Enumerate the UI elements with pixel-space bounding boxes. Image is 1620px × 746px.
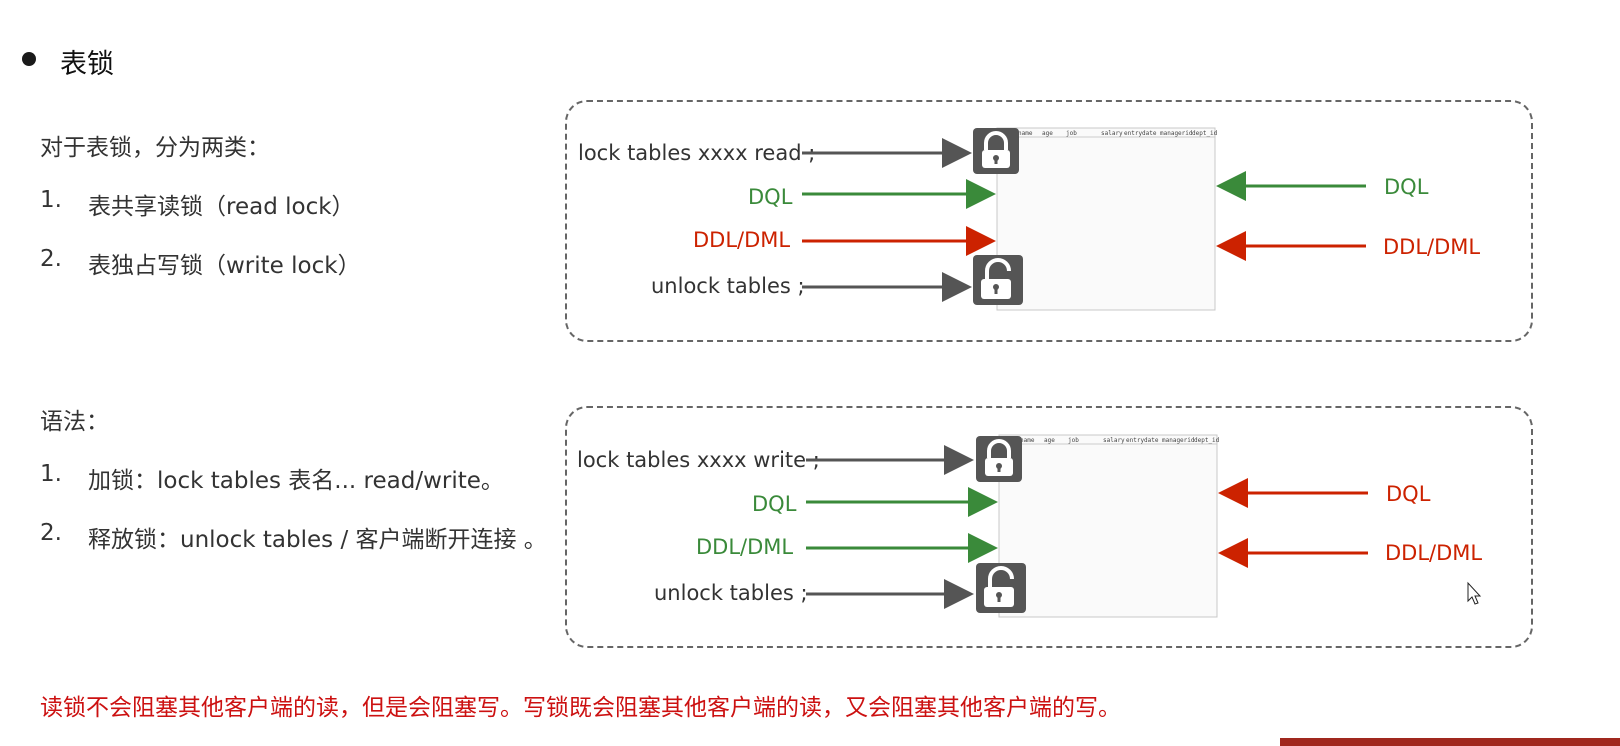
write-lock-command: lock tables xxxx write ; (577, 448, 820, 472)
type-2-num: 2. (40, 246, 62, 272)
unlock-icon (976, 563, 1026, 613)
read-left-dql-label: DQL (748, 185, 793, 209)
syntax-2-num: 2. (40, 520, 62, 546)
write-lock-diagram (565, 406, 1533, 648)
page-title: 表锁 (60, 49, 114, 80)
write-left-ddl-label: DDL/DML (696, 535, 794, 559)
type-1-text: 表共享读锁（read lock） (88, 194, 355, 220)
read-unlock-command: unlock tables ; (651, 274, 805, 298)
read-left-ddl-label: DDL/DML (693, 228, 791, 252)
mouse-cursor-icon (1467, 581, 1482, 605)
read-lock-diagram (565, 100, 1533, 342)
write-table-header-salary: salary (1103, 437, 1125, 444)
read-table-header-entrydate: entrydate (1124, 130, 1157, 137)
type-2-text: 表独占写锁（write lock） (88, 253, 361, 279)
lock-icon (973, 128, 1019, 174)
write-left-dql-label: DQL (752, 492, 797, 516)
syntax-label: 语法： (40, 409, 109, 435)
bottom-note: 读锁不会阻塞其他客户端的读，但是会阻塞写。写锁既会阻塞其他客户端的读，又会阻塞其… (40, 695, 1121, 721)
write-table-header-managerid: managerid (1162, 437, 1195, 444)
syntax-1-text: 加锁：lock tables 表名... read/write。 (88, 468, 504, 494)
read-table-header-age: age (1042, 130, 1053, 137)
read-table-header-job: job (1066, 130, 1077, 137)
read-table-header-salary: salary (1101, 130, 1123, 137)
write-table-header-job: job (1068, 437, 1079, 444)
read-table-header-managerid: managerid (1160, 130, 1193, 137)
read-table-header-dept: dept_id (1192, 130, 1218, 137)
intro-text: 对于表锁，分为两类： (40, 135, 270, 161)
write-table-header-name: name (1020, 437, 1035, 444)
syntax-2-text: 释放锁：unlock tables / 客户端断开连接 。 (88, 527, 547, 553)
write-employee-table: name age job salary entrydate managerid … (998, 434, 1220, 618)
unlock-icon (973, 255, 1023, 305)
write-right-ddl-label: DDL/DML (1385, 541, 1483, 565)
read-table-header-name: name (1018, 130, 1033, 137)
bullet-icon (22, 52, 36, 66)
read-right-ddl-label: DDL/DML (1383, 235, 1481, 259)
read-employee-table: name age job salary entrydate managerid … (996, 127, 1218, 311)
syntax-1-num: 1. (40, 461, 62, 487)
read-right-dql-label: DQL (1384, 175, 1429, 199)
write-table-header-age: age (1044, 437, 1055, 444)
write-unlock-command: unlock tables ; (654, 581, 808, 605)
corner-decoration (1280, 738, 1620, 746)
write-right-dql-label: DQL (1386, 482, 1431, 506)
write-table-header-dept: dept_id (1194, 437, 1220, 444)
type-1-num: 1. (40, 187, 62, 213)
lock-icon (976, 436, 1022, 482)
write-table-header-entrydate: entrydate (1126, 437, 1159, 444)
read-lock-command: lock tables xxxx read ; (578, 141, 816, 165)
